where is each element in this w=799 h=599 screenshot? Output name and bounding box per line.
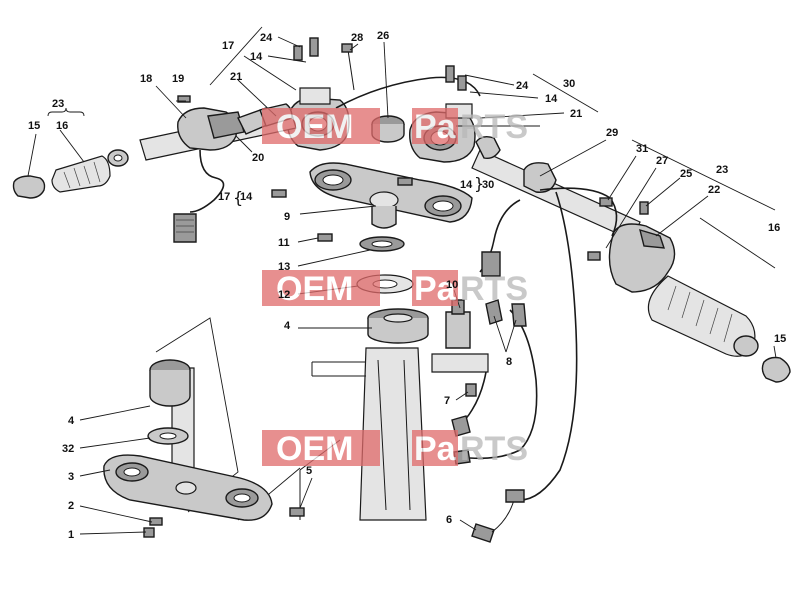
brace-top-left xyxy=(47,107,85,117)
callout-4: 4 xyxy=(68,415,75,427)
left-handlebar xyxy=(12,103,297,243)
upper-triple-clamp xyxy=(309,162,473,229)
callout-22: 22 xyxy=(708,184,720,196)
callout-17: 17 xyxy=(222,40,234,52)
callout-20: 20 xyxy=(252,152,264,164)
watermark-oem-text: OEM xyxy=(276,430,353,468)
callout-18: 18 xyxy=(140,73,152,85)
callout-31: 31 xyxy=(636,143,648,155)
callout-19: 19 xyxy=(172,73,184,85)
callout-6: 6 xyxy=(446,514,452,526)
watermark-rts-text: RTS xyxy=(460,108,528,146)
callout-25: 25 xyxy=(680,168,692,180)
watermark-rts-text: RTS xyxy=(460,270,528,308)
callout-21: 21 xyxy=(570,108,582,120)
callout-2: 2 xyxy=(68,500,74,512)
watermark-top: OEM Pa RTS xyxy=(262,108,528,146)
callout-30: 30 xyxy=(482,179,494,191)
watermark-bottom: OEM Pa RTS xyxy=(262,430,528,468)
ignition-switch xyxy=(431,299,489,373)
callout-3: 3 xyxy=(68,471,74,483)
callout-21: 21 xyxy=(230,71,242,83)
watermark-middle: OEM Pa RTS xyxy=(262,270,528,308)
callout-16: 16 xyxy=(768,222,780,234)
brace-left: { xyxy=(233,188,243,207)
callout-17: 17 xyxy=(218,191,230,203)
callout-4: 4 xyxy=(284,320,291,332)
callout-9: 9 xyxy=(284,211,290,223)
callout-8: 8 xyxy=(506,356,512,368)
callout-32: 32 xyxy=(62,443,74,455)
callout-27: 27 xyxy=(656,155,668,167)
callout-14: 14 xyxy=(250,51,263,63)
callout-16: 16 xyxy=(56,120,68,132)
callout-14: 14 xyxy=(460,179,473,191)
screws xyxy=(143,37,649,538)
callout-1: 1 xyxy=(68,529,74,541)
callout-28: 28 xyxy=(351,32,363,44)
callout-29: 29 xyxy=(606,127,618,139)
callout-15: 15 xyxy=(28,120,40,132)
callout-30: 30 xyxy=(563,78,575,90)
callout-5: 5 xyxy=(306,465,312,477)
callout-labels: 24 17 14 28 26 24 30 14 21 21 18 19 23 1… xyxy=(28,30,786,541)
right-handlebar xyxy=(471,135,791,383)
callout-13: 13 xyxy=(278,261,290,273)
callout-10: 10 xyxy=(446,279,458,291)
watermark-oem-text: OEM xyxy=(276,270,353,308)
watermark-pa-text: Pa xyxy=(414,430,457,468)
callout-23: 23 xyxy=(52,98,64,110)
callout-26: 26 xyxy=(377,30,389,42)
callout-12: 12 xyxy=(278,289,290,301)
callout-23: 23 xyxy=(716,164,728,176)
callout-14: 14 xyxy=(545,93,558,105)
watermark-pa-text: Pa xyxy=(414,270,457,308)
callout-24: 24 xyxy=(516,80,529,92)
group-lines xyxy=(209,26,776,269)
callout-7: 7 xyxy=(444,395,450,407)
callout-24: 24 xyxy=(260,32,273,44)
brace-right: } xyxy=(474,174,484,193)
callout-11: 11 xyxy=(278,237,290,249)
lower-assembly xyxy=(103,317,301,521)
watermark-oem-text: OEM xyxy=(276,108,353,146)
watermark-rts-text: RTS xyxy=(460,430,528,468)
callout-15: 15 xyxy=(774,333,786,345)
watermark-pa-text: Pa xyxy=(414,108,457,146)
callout-14: 14 xyxy=(240,191,253,203)
